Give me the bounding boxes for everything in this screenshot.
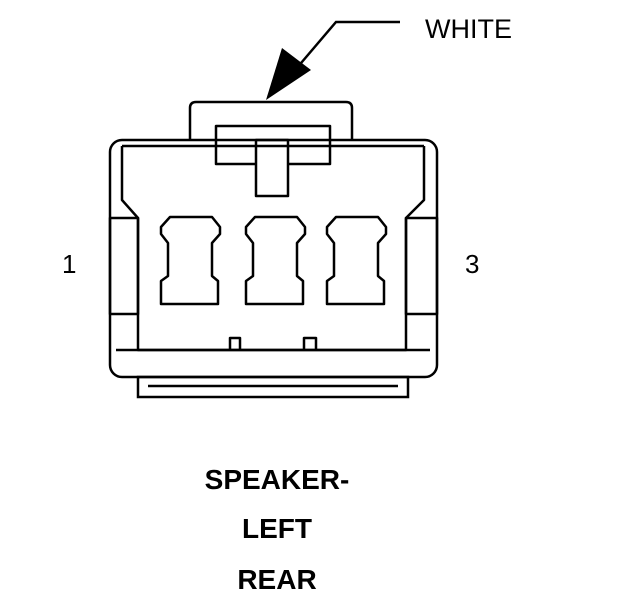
leader-arrowhead — [266, 48, 311, 100]
notch-right — [302, 336, 318, 350]
pin-1-label: 1 — [62, 249, 76, 279]
connector-name-line-2: LEFT — [242, 513, 312, 544]
wire-color-label: WHITE — [425, 14, 512, 44]
color-leader — [266, 20, 400, 100]
right-side-rib — [404, 216, 439, 316]
leader-line — [289, 20, 400, 77]
cavity-pin-2 — [244, 215, 307, 306]
latch-tab — [254, 138, 290, 198]
connector-name-line-1: SPEAKER- — [205, 464, 350, 495]
cavity-pin-1 — [159, 215, 222, 306]
terminal-cavities — [159, 215, 388, 306]
connector-name-line-3: REAR — [237, 564, 316, 595]
notch-left — [228, 336, 242, 350]
latch-outer — [188, 100, 354, 140]
connector-body — [108, 138, 439, 379]
left-side-rib — [108, 216, 140, 316]
rail-outer — [136, 375, 410, 399]
connector-bottom-rail — [136, 375, 410, 399]
connector-latch — [188, 100, 354, 198]
cavity-pin-3 — [325, 215, 388, 306]
pin-3-label: 3 — [465, 249, 479, 279]
